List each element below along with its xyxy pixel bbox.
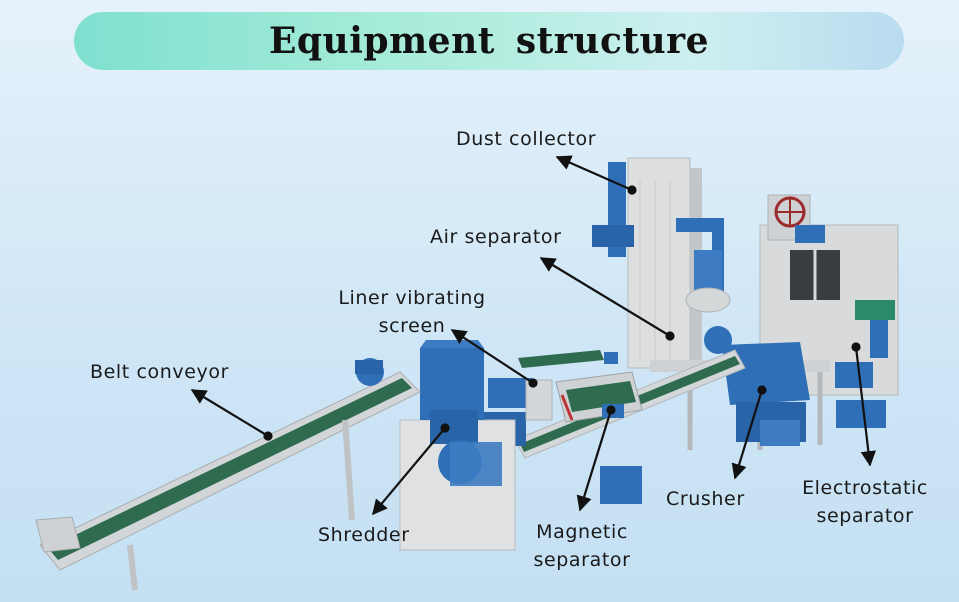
label-liner-vibrating-screen-line2: screen	[322, 312, 502, 340]
label-crusher: Crusher	[666, 488, 745, 510]
shredder-machine	[400, 340, 515, 550]
label-electrostatic-separator-line1: Electrostatic	[790, 474, 940, 502]
crusher-machine	[704, 326, 810, 446]
label-magnetic-separator-line2: separator	[520, 546, 644, 574]
label-air-separator: Air separator	[430, 226, 562, 248]
label-belt-conveyor: Belt conveyor	[90, 361, 229, 383]
label-liner-vibrating-screen: Liner vibrating screen	[322, 284, 502, 340]
label-electrostatic-separator-line2: separator	[790, 502, 940, 530]
belt-conveyor-machine	[36, 358, 420, 590]
label-liner-vibrating-screen-line1: Liner vibrating	[322, 284, 502, 312]
arrow-belt-conveyor	[192, 390, 268, 436]
label-shredder: Shredder	[318, 524, 410, 546]
label-magnetic-separator: Magnetic separator	[520, 518, 644, 574]
label-dust-collector: Dust collector	[456, 128, 596, 150]
label-electrostatic-separator: Electrostatic separator	[790, 474, 940, 530]
upper-conveyor	[518, 350, 618, 368]
label-magnetic-separator-line1: Magnetic	[520, 518, 644, 546]
